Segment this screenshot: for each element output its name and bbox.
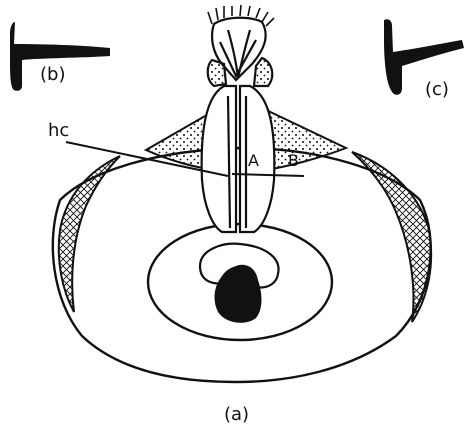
- nucleus: [200, 244, 279, 323]
- cone-lens: [208, 18, 273, 86]
- label-A: A: [248, 151, 259, 170]
- left-crosshatch-lobe: [59, 156, 120, 312]
- right-crosshatch-lobe: [352, 152, 431, 322]
- label-hc: hc: [48, 120, 69, 141]
- cell-left: [202, 86, 236, 232]
- inset-c-t-section: [384, 19, 464, 95]
- label-c: (c): [425, 79, 449, 100]
- label-B: B: [288, 151, 299, 170]
- central-cells: [202, 86, 275, 232]
- label-a: (a): [224, 404, 249, 425]
- label-b: (b): [40, 64, 65, 85]
